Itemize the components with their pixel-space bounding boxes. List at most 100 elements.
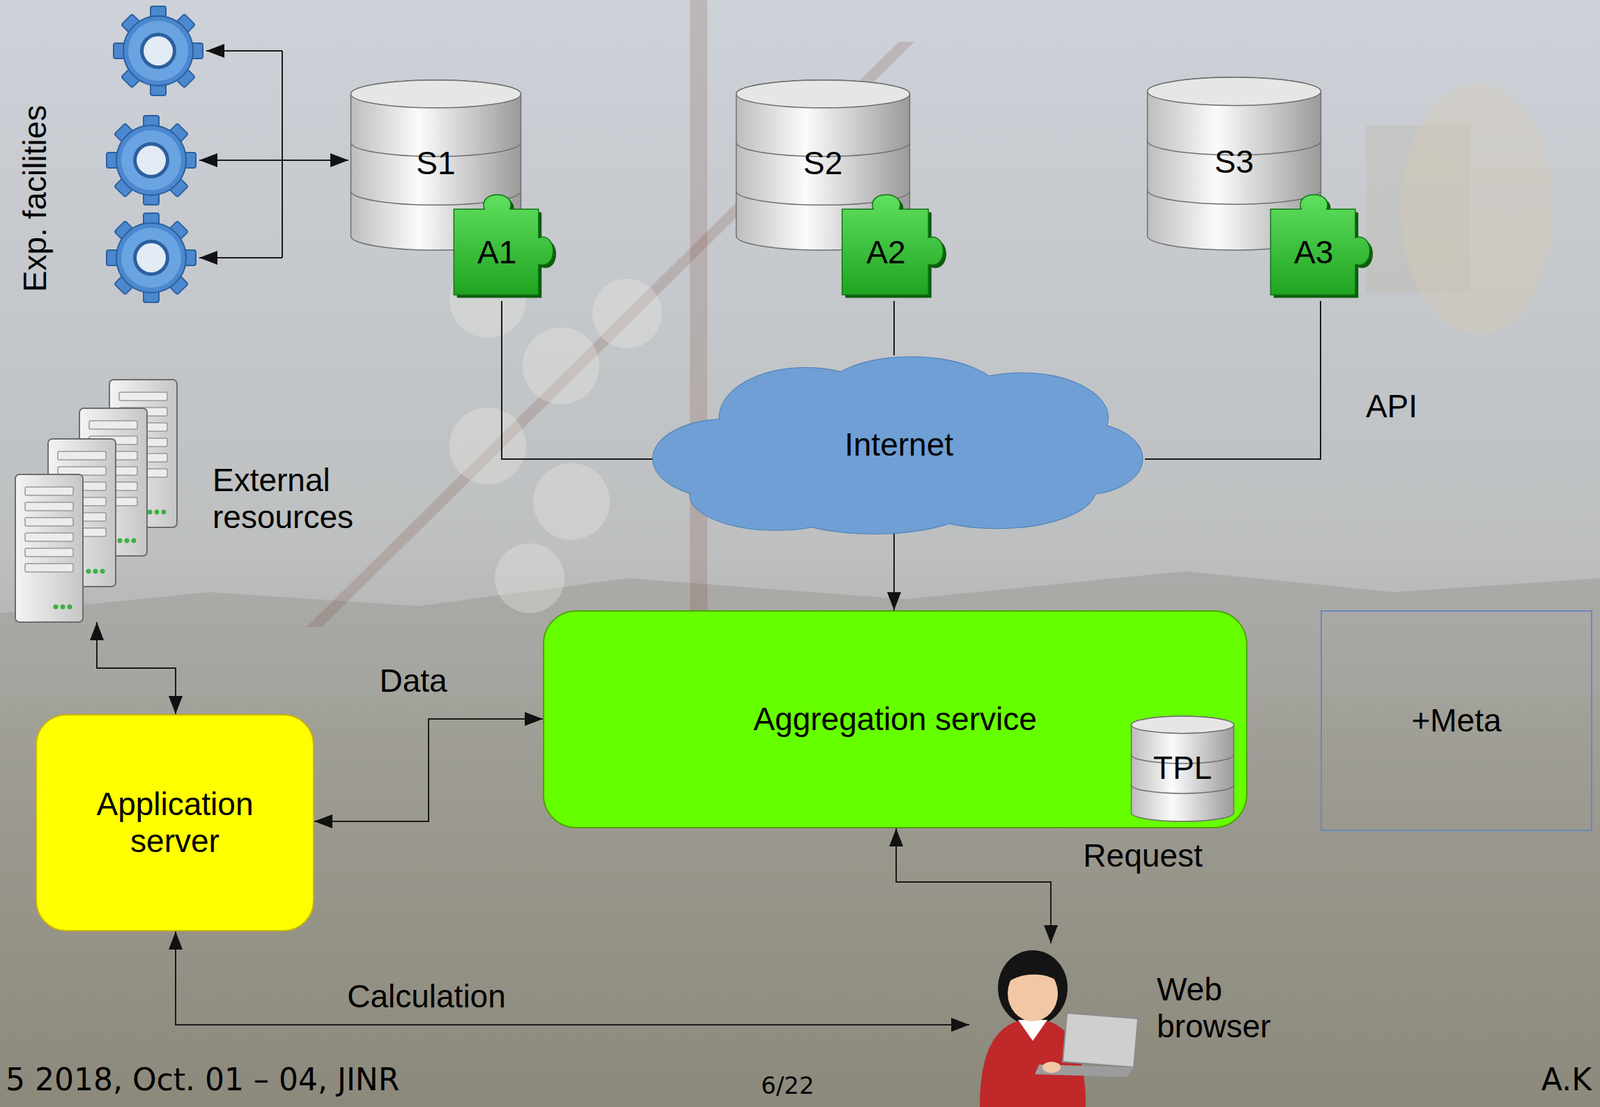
node-text: Aggregation service: [753, 701, 1037, 738]
drawing-part: [199, 159, 283, 161]
connector: [1144, 301, 1321, 460]
drawing-part: [161, 510, 167, 515]
drawing-part: [1062, 1013, 1138, 1068]
footer-author: A.K: [1541, 1062, 1592, 1098]
edge-label: Calculation: [347, 978, 506, 1015]
edge-label-box: Calculation: [347, 978, 506, 1016]
footer-text-box: 5 2018, Oct. 01 – 04, JINR: [5, 1062, 400, 1099]
gear-icon: [113, 6, 203, 96]
page-number: 6/22: [760, 1071, 814, 1100]
adapter-puzzle: A1: [448, 188, 561, 302]
drawing-part: [25, 517, 74, 527]
edge-label: Request: [1082, 837, 1203, 874]
drawing-part: [60, 604, 66, 610]
text-holder: Application server: [36, 715, 313, 931]
footer-author-box: A.K: [1541, 1062, 1592, 1099]
drawing-part: [282, 159, 349, 161]
drawing-part: [736, 80, 911, 109]
internet-cloud: Internet: [652, 355, 1145, 534]
drawing-part: [841, 194, 943, 295]
side-label: Exp. facilities: [16, 105, 53, 292]
drawing-part: [67, 604, 73, 610]
text-holder: Internet: [652, 355, 1145, 534]
connector: [896, 828, 1051, 944]
gear-icon: [106, 115, 196, 205]
text-holder: TPL: [1130, 714, 1235, 822]
node-text: A2: [866, 234, 906, 272]
drawing-part: [25, 502, 74, 511]
service-box: Aggregation service TPL: [542, 610, 1248, 829]
node-text: A1: [477, 234, 517, 272]
camera-disk: [1400, 83, 1555, 335]
drawing-part: [726, 400, 1072, 508]
drawing-part: [25, 563, 74, 573]
node-text: S2: [803, 144, 843, 182]
drawing-part: [281, 50, 283, 258]
node-text: Web browser: [1156, 971, 1279, 1046]
edge-label: API: [1365, 388, 1418, 425]
drawing-part: [592, 278, 663, 349]
text-holder: A3: [1271, 209, 1357, 296]
drawing-part: [350, 80, 521, 109]
connector: [175, 931, 970, 1026]
node-text: Application server: [70, 786, 280, 860]
text-holder: Web browser: [1156, 971, 1279, 1046]
server-box: Application server: [35, 714, 315, 932]
drawing-part: [25, 487, 74, 496]
drawing-part: [154, 510, 160, 515]
drawing-part: [1131, 716, 1235, 734]
drawing-part: [93, 569, 99, 575]
database-cylinder: TPL: [1130, 714, 1235, 822]
connector: [314, 719, 543, 822]
drawing-part: [147, 510, 153, 515]
connector: [893, 301, 895, 356]
page-number-box: 6/22: [760, 1071, 814, 1101]
drawing-part: [25, 548, 74, 557]
drawing-part: [119, 392, 168, 401]
drawing-part: [726, 400, 1072, 508]
drawing-part: [522, 327, 600, 405]
facility-wires: [199, 50, 349, 258]
meta-box: +Meta: [1320, 610, 1593, 832]
drawing-part: [199, 257, 283, 259]
drawing-part: [131, 538, 137, 544]
side-label-box: Exp. facilities: [16, 105, 55, 292]
drawing-part: [124, 538, 130, 544]
drawing-part: [117, 538, 123, 544]
drawing-part: [89, 420, 138, 430]
text-holder: +Meta: [1321, 611, 1591, 830]
drawing-part: [100, 569, 106, 575]
drawing-part: [86, 569, 92, 575]
node-text: External resources: [212, 462, 363, 536]
text-holder: External resources: [212, 462, 363, 536]
edge-label-box: API: [1365, 388, 1418, 426]
footer-text: 5 2018, Oct. 01 – 04, JINR: [5, 1062, 400, 1098]
server-group: External resources: [15, 379, 378, 623]
drawing-part: [1147, 77, 1322, 155]
node-text: Internet: [844, 426, 954, 464]
text-holder: A1: [454, 209, 540, 296]
connector: [96, 622, 176, 715]
text-holder: A2: [842, 209, 930, 296]
adapter-puzzle: A3: [1265, 188, 1378, 302]
drawing-part: [453, 194, 553, 295]
telescope-mirrors: [449, 261, 663, 614]
drawing-part: [15, 474, 83, 623]
tower-strut: [306, 41, 915, 628]
node-text: S3: [1214, 143, 1254, 181]
drawing-part: [1042, 1062, 1061, 1074]
gear-icon: [106, 213, 196, 303]
edge-label-box: Data: [379, 662, 447, 700]
edge-label: Data: [379, 662, 447, 699]
drawing-part: [25, 533, 74, 542]
user-node: Web browser: [969, 943, 1311, 1107]
drawing-part: [1002, 963, 1063, 987]
drawing-part: [53, 604, 59, 610]
drawing-part: [997, 950, 1068, 1026]
drawing-part: [57, 451, 106, 460]
edge-label-box: Request: [1082, 837, 1203, 875]
drawing-part: [533, 463, 610, 541]
tower-strut: [689, 0, 708, 614]
